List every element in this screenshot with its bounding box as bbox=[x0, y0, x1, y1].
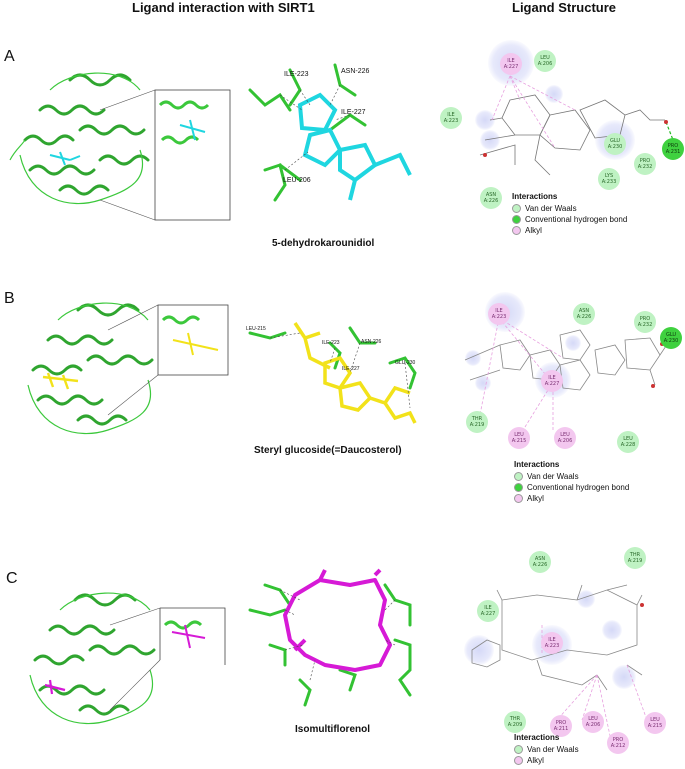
right-column-header: Ligand Structure bbox=[512, 0, 617, 15]
residue-label-3d: ILE-227 bbox=[342, 366, 360, 372]
ligand-skeleton-c bbox=[471, 584, 648, 746]
compound-name-c: Isomultiflorenol bbox=[295, 724, 370, 735]
residue-label-3d: ILE-223 bbox=[322, 340, 340, 346]
residue-label-3d: ILE-223 bbox=[284, 71, 309, 78]
ligand-skeleton-a bbox=[479, 75, 676, 176]
legend-c: Interactions Van der Waals Alkyl bbox=[514, 733, 579, 765]
residue-label-3d: GLU-230 bbox=[395, 360, 416, 366]
panel-label-c: C bbox=[6, 570, 18, 587]
ligand-closeup-c bbox=[248, 568, 412, 707]
residue-label-3d: ASN-226 bbox=[341, 68, 370, 75]
left-column-header: Ligand interaction with SIRT1 bbox=[132, 0, 315, 15]
residue-label-3d: LEU-206 bbox=[283, 177, 311, 184]
protein-overview-b bbox=[27, 302, 229, 435]
residue-label-3d: ASN-226 bbox=[361, 339, 382, 345]
panel-label-b: B bbox=[4, 290, 15, 307]
protein-overview-a bbox=[9, 72, 231, 221]
residue-label-3d: LEU-215 bbox=[246, 326, 266, 332]
ligand-closeup-b bbox=[248, 322, 417, 424]
legend-a: Interactions Van der Waals Conventional … bbox=[512, 192, 628, 235]
protein-overview-c bbox=[29, 592, 226, 725]
panel-label-a: A bbox=[4, 48, 15, 65]
residue-label-3d: ILE-227 bbox=[341, 109, 366, 116]
legend-b: Interactions Van der Waals Conventional … bbox=[514, 460, 630, 503]
compound-name-a: 5-dehydrokarounidiol bbox=[272, 238, 375, 249]
ligand-closeup-a bbox=[248, 63, 412, 202]
compound-name-b: Steryl glucoside(=Daucosterol) bbox=[254, 445, 402, 456]
